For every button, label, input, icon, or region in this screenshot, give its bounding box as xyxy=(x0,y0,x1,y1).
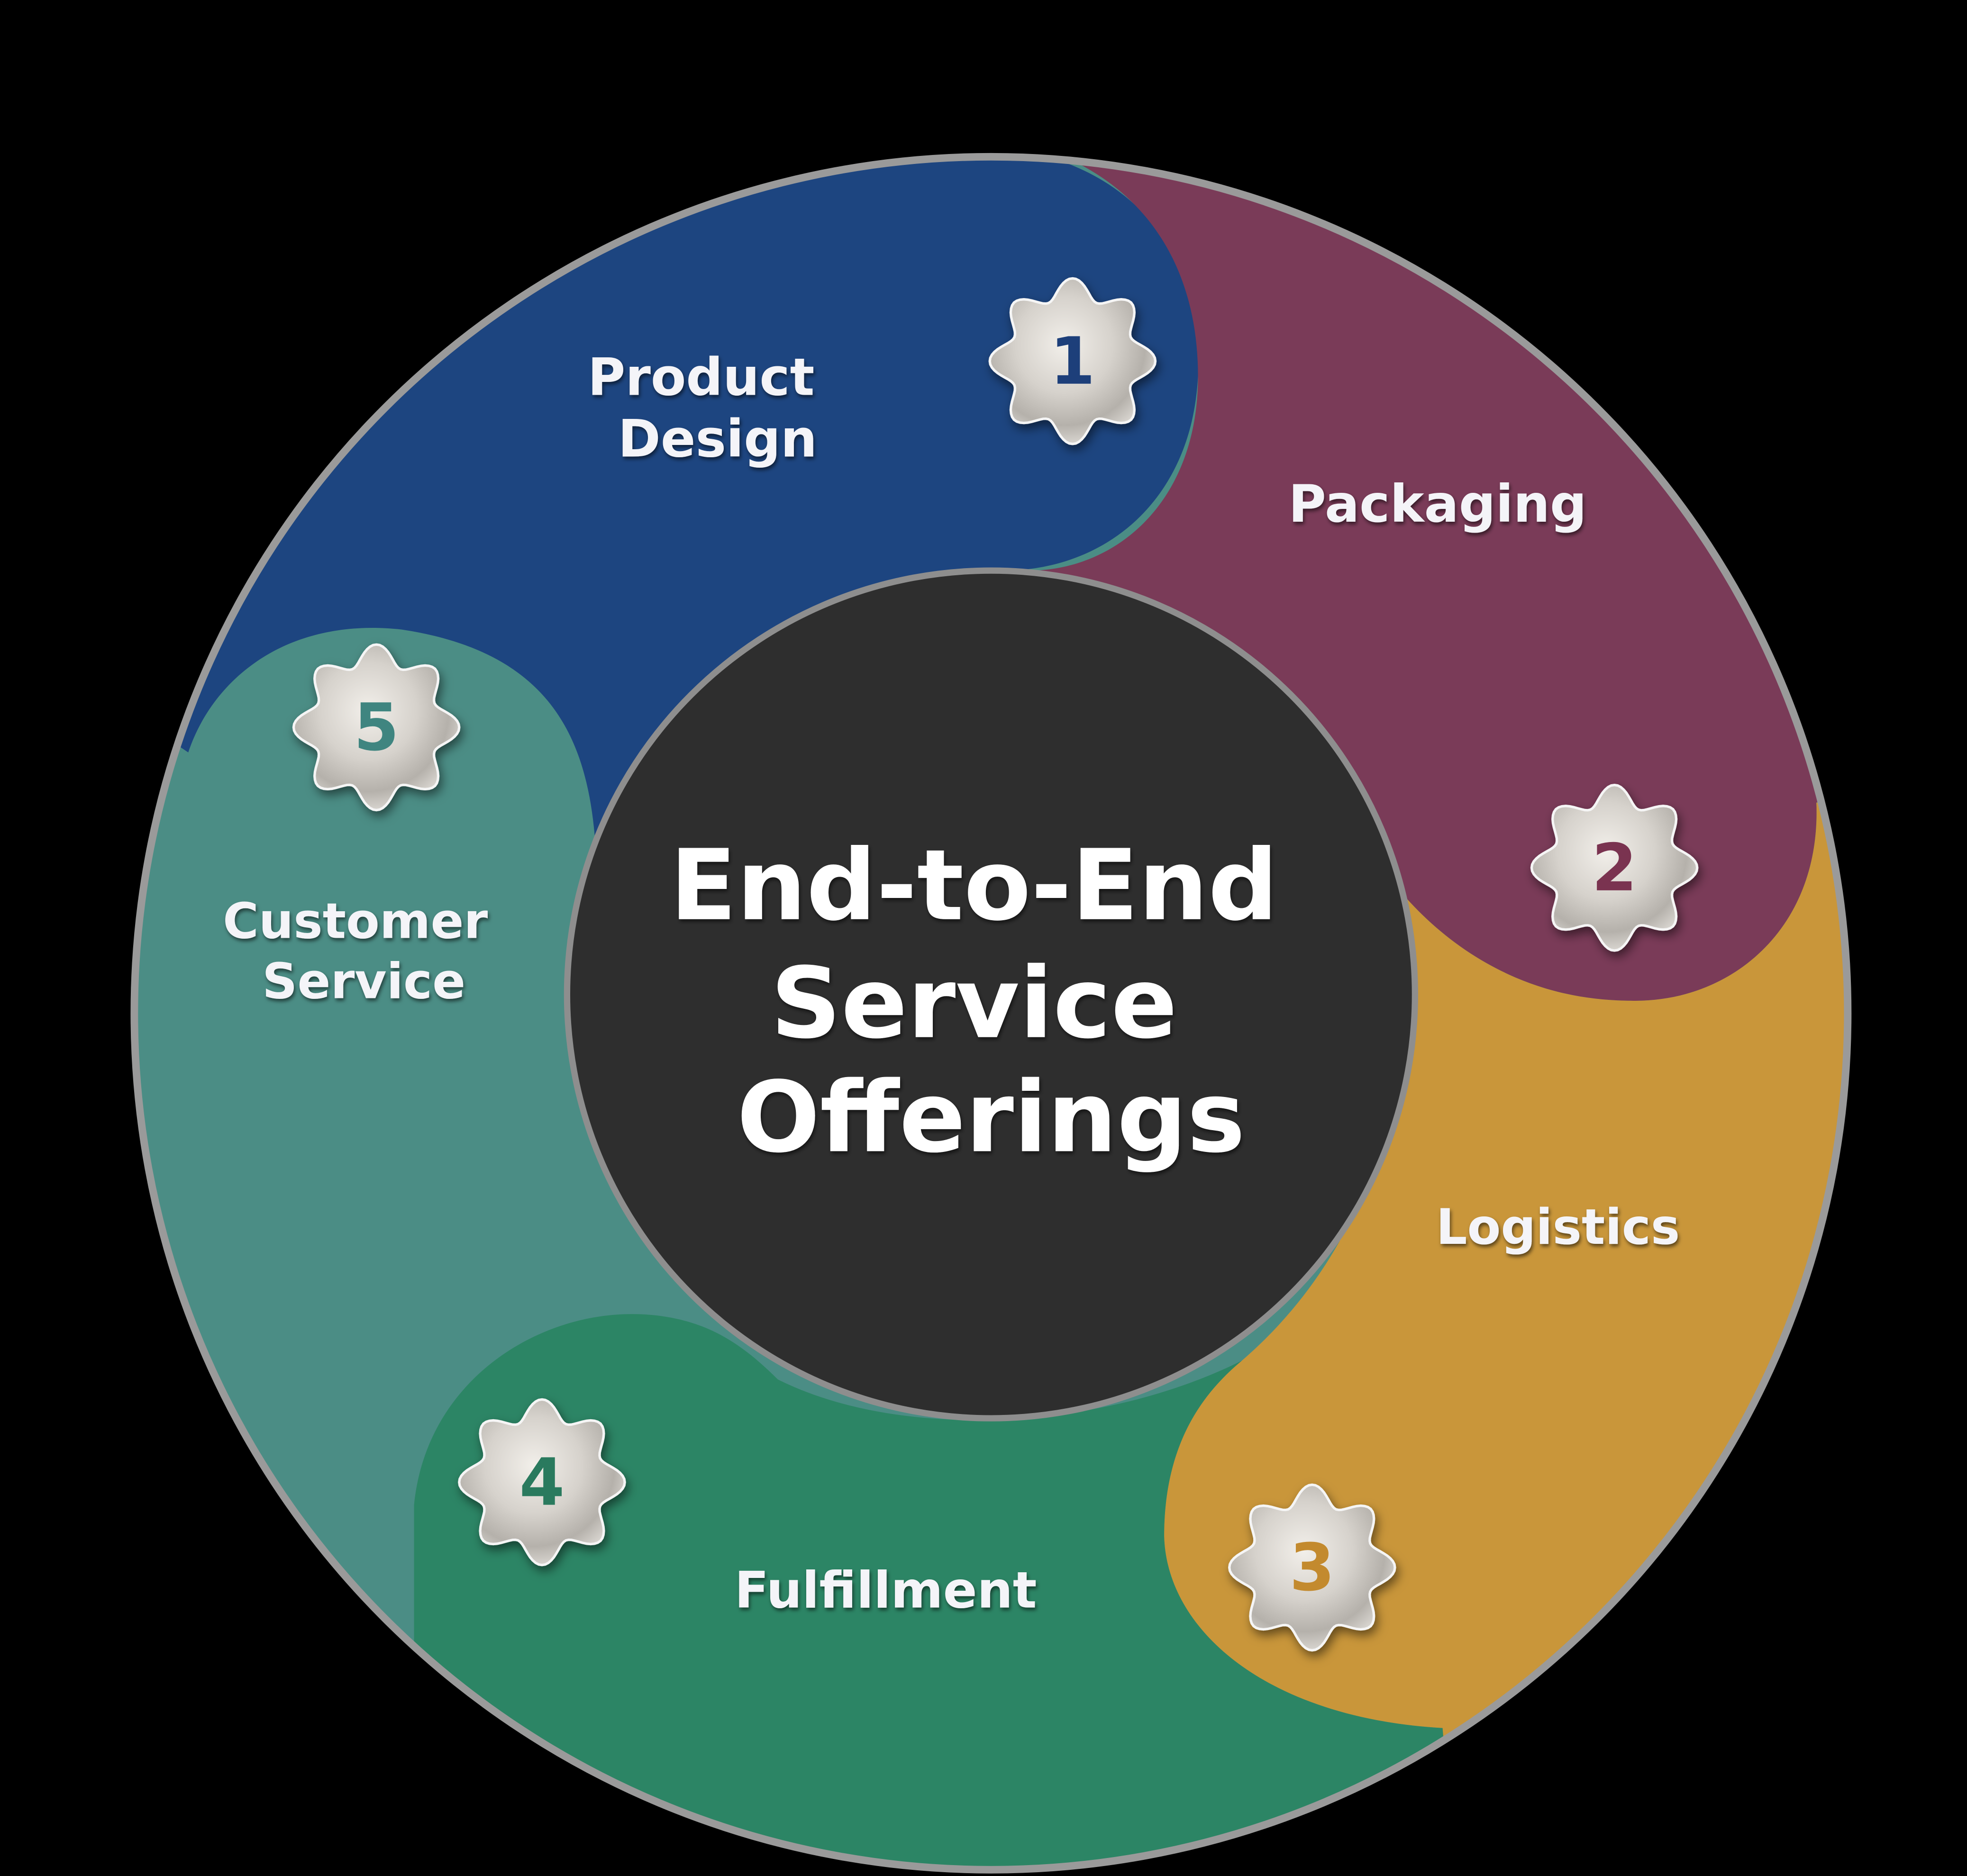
scalloped-badge-icon xyxy=(458,1398,626,1567)
label-customer-service: Customer Service xyxy=(223,893,505,1010)
label-fulfillment-line-1: Fulfillment xyxy=(735,1561,1037,1620)
scalloped-badge-icon xyxy=(1530,783,1699,952)
badge-1: 1 xyxy=(988,277,1157,445)
center-title-line-3: Offerings xyxy=(737,1060,1246,1174)
label-fulfillment: Fulfillment xyxy=(735,1561,1037,1620)
badge-2: 2 xyxy=(1530,783,1699,952)
label-customer-service-line-1: Customer xyxy=(223,893,488,950)
scalloped-badge-icon xyxy=(292,643,461,812)
badge-4: 4 xyxy=(458,1398,626,1567)
badge-number: 1 xyxy=(1050,324,1095,399)
badge-number: 2 xyxy=(1592,830,1637,906)
label-packaging-line-1: Packaging xyxy=(1288,474,1586,534)
badge-number: 4 xyxy=(519,1445,565,1521)
badge-number: 3 xyxy=(1289,1530,1335,1606)
center-title-line-2: Service xyxy=(771,946,1177,1060)
label-logistics-line-1: Logistics xyxy=(1436,1199,1680,1256)
label-product-design-line-1: Product xyxy=(588,347,815,408)
badge-5: 5 xyxy=(292,643,461,812)
label-product-design: Product Design xyxy=(588,347,832,469)
badge-3: 3 xyxy=(1228,1483,1396,1652)
center-circle xyxy=(564,567,1418,1422)
scalloped-badge-icon xyxy=(988,277,1157,445)
outer-border xyxy=(130,153,1852,1874)
scalloped-badge-icon xyxy=(1228,1483,1396,1652)
badge-number: 5 xyxy=(354,690,399,766)
label-product-design-line-2: Design xyxy=(618,408,817,469)
center-title: End-to-End Service Offerings xyxy=(670,828,1312,1175)
label-packaging: Packaging xyxy=(1288,474,1586,534)
label-customer-service-line-2: Service xyxy=(262,953,465,1010)
label-logistics: Logistics xyxy=(1436,1199,1680,1256)
segment-fulfillment xyxy=(414,1314,1456,1870)
center-title-line-1: End-to-End xyxy=(670,828,1278,943)
